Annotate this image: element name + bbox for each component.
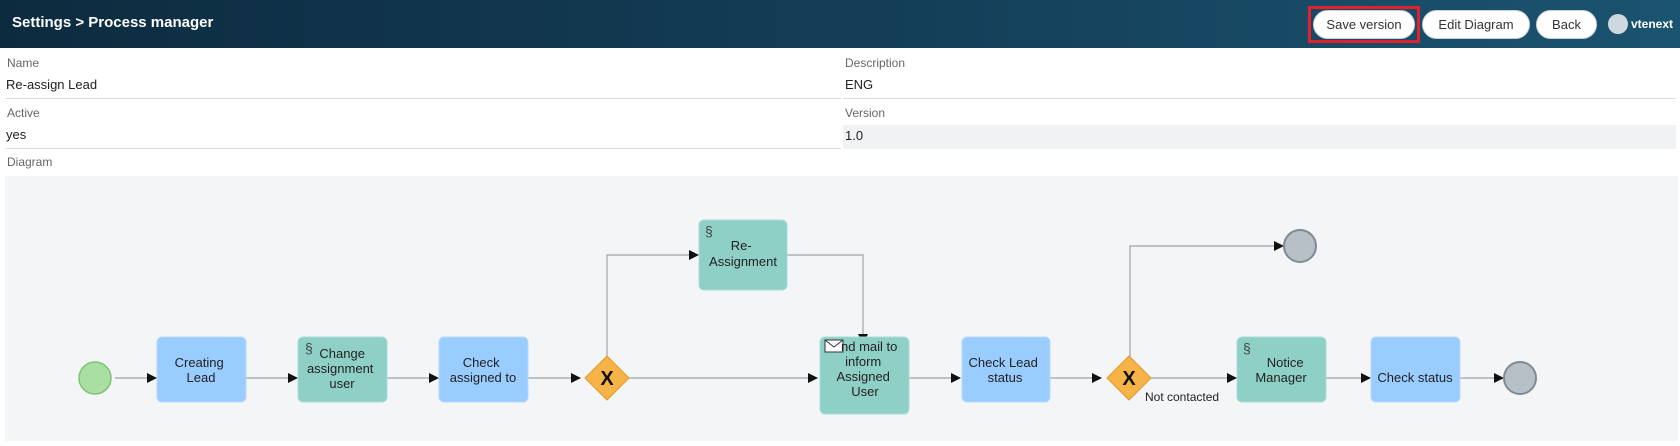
start-event[interactable] xyxy=(78,361,112,395)
task-creating-lead[interactable]: Creating Lead xyxy=(156,336,247,403)
envelope-icon xyxy=(824,339,844,353)
check-assigned-line2: assigned to xyxy=(450,370,517,385)
svg-text:Check status: Check status xyxy=(1377,370,1453,385)
svg-text:Check assigned to: Check assigned to xyxy=(450,355,517,385)
notice-manager-line1: Notice xyxy=(1267,355,1304,370)
back-button[interactable]: Back xyxy=(1536,10,1597,39)
gateway-x-icon: X xyxy=(1122,368,1136,390)
check-assigned-line1: Check xyxy=(463,355,500,370)
edit-diagram-button[interactable]: Edit Diagram xyxy=(1422,10,1530,39)
name-label: Name xyxy=(7,56,40,70)
svg-text:Creating Lead: Creating Lead xyxy=(175,355,228,385)
task-send-mail[interactable]: nd mail to inform Assigned User xyxy=(819,336,910,415)
diagram-label: Diagram xyxy=(7,155,53,169)
svg-text:Check Lead status: Check Lead status xyxy=(968,355,1041,385)
description-value: ENG xyxy=(845,77,874,92)
end-event-main[interactable] xyxy=(1503,361,1537,395)
save-version-highlight xyxy=(1308,6,1420,43)
edge-reassign-to-sendmail xyxy=(787,254,868,344)
notice-manager-line2: Manager xyxy=(1255,370,1307,385)
edge-gateway2-to-end1 xyxy=(1129,241,1284,359)
active-divider xyxy=(5,148,841,149)
version-value: 1.0 xyxy=(845,128,864,143)
check-lead-line2: status xyxy=(988,370,1023,385)
task-notice-manager[interactable]: § Notice Manager xyxy=(1236,336,1327,403)
logo-icon xyxy=(1608,14,1628,34)
svg-text:Change assignment: Change assignment user xyxy=(307,346,377,391)
gateway-exclusive-1[interactable]: X xyxy=(584,355,630,401)
change-user-line1: Change xyxy=(319,346,365,361)
active-label: Active xyxy=(7,106,40,120)
creating-lead-line2: Lead xyxy=(187,370,216,385)
send-mail-line4: User xyxy=(851,384,879,399)
send-mail-line3: Assigned xyxy=(836,369,889,384)
script-icon: § xyxy=(1243,340,1251,356)
check-lead-line1: Check Lead xyxy=(968,355,1037,370)
change-user-line3: user xyxy=(329,376,355,391)
task-change-assignment-user[interactable]: § Change assignment user xyxy=(297,336,388,403)
change-user-line2: assignment xyxy=(307,361,374,376)
task-check-assigned-to[interactable]: Check assigned to xyxy=(438,336,529,403)
task-check-status[interactable]: Check status xyxy=(1370,336,1461,403)
gateway-x-icon: X xyxy=(600,368,614,390)
vtenext-logo: vtenext xyxy=(1608,14,1673,34)
send-mail-line1: nd mail to xyxy=(841,339,897,354)
breadcrumb: Settings > Process manager xyxy=(12,14,214,31)
creating-lead-line1: Creating xyxy=(175,355,224,370)
svg-text:Re- Assignment: Re- Assignment xyxy=(709,238,777,269)
edge-label-not-contacted: Not contacted xyxy=(1145,390,1219,404)
description-divider xyxy=(843,98,1676,99)
end-event-top[interactable] xyxy=(1283,229,1317,263)
svg-text:Notice Manager: Notice Manager xyxy=(1255,355,1307,385)
gateway-exclusive-2[interactable]: X xyxy=(1106,355,1152,401)
name-value: Re-assign Lead xyxy=(6,77,98,92)
svg-text:nd mail to inform: nd mail to inform Assigned User xyxy=(836,339,901,399)
active-value: yes xyxy=(6,127,27,142)
reassignment-line1: Re- xyxy=(731,238,752,253)
check-status-line1: Check status xyxy=(1377,370,1453,385)
task-check-lead-status[interactable]: Check Lead status xyxy=(961,336,1051,403)
script-icon: § xyxy=(705,223,713,239)
task-re-assignment[interactable]: § Re- Assignment xyxy=(698,219,788,291)
process-diagram[interactable]: Creating Lead § Change assignment user C… xyxy=(5,176,1678,441)
reassignment-line2: Assignment xyxy=(709,254,777,269)
edge-gateway1-to-reassign xyxy=(606,250,699,359)
top-bar: Settings > Process manager Save version … xyxy=(0,0,1680,48)
save-version-button[interactable]: Save version xyxy=(1313,10,1415,39)
script-icon: § xyxy=(305,340,313,356)
version-field xyxy=(843,125,1676,149)
send-mail-line2: inform xyxy=(845,354,881,369)
logo-text: vtenext xyxy=(1631,17,1674,31)
version-label: Version xyxy=(845,106,886,120)
name-divider xyxy=(5,98,841,99)
description-label: Description xyxy=(845,56,906,70)
